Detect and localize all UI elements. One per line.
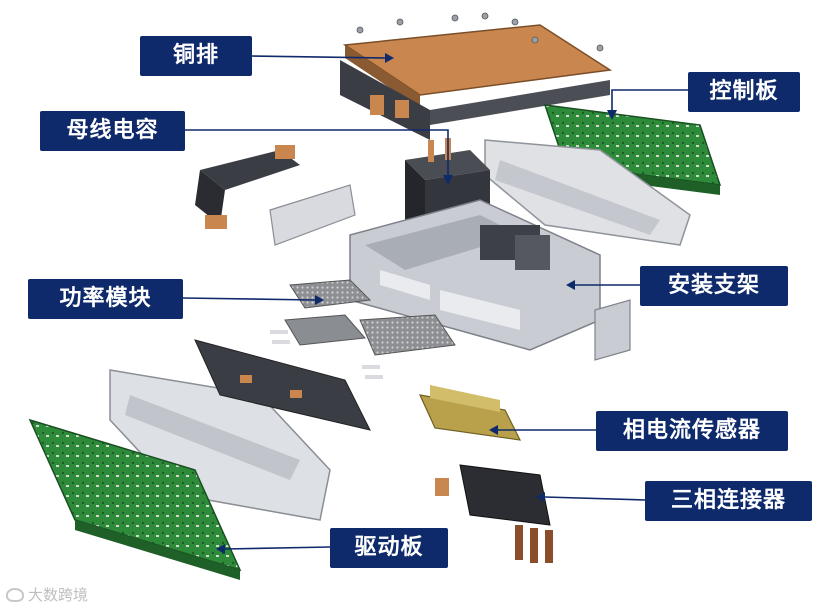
label-driver-board: 驱动板	[330, 528, 448, 568]
busbar-part	[340, 12, 613, 140]
side-plate-part	[269, 184, 356, 246]
current-sensor-part	[418, 385, 522, 441]
connector-part	[435, 464, 553, 563]
power-module-part	[270, 279, 456, 379]
label-busbar: 铜排	[140, 36, 252, 76]
capacitor-bracket-part	[195, 145, 300, 229]
small-bracket-part	[594, 299, 631, 361]
label-dc-link-capacitor: 母线电容	[40, 111, 185, 151]
watermark: 大数跨境	[6, 584, 88, 605]
gate-plate-part	[194, 339, 371, 431]
watermark-text: 大数跨境	[28, 586, 89, 604]
driver-board-part	[28, 418, 242, 580]
label-three-phase-connector: 三相连接器	[645, 481, 812, 521]
label-control-board: 控制板	[688, 72, 800, 112]
watermark-logo-icon	[6, 587, 24, 602]
label-power-module: 功率模块	[28, 279, 183, 319]
housing-part	[349, 199, 601, 351]
label-mounting-bracket: 安装支架	[640, 266, 788, 306]
leader-lines	[182, 55, 688, 550]
label-phase-current-sensor: 相电流传感器	[596, 411, 788, 451]
leader-arrowheads	[216, 53, 617, 554]
